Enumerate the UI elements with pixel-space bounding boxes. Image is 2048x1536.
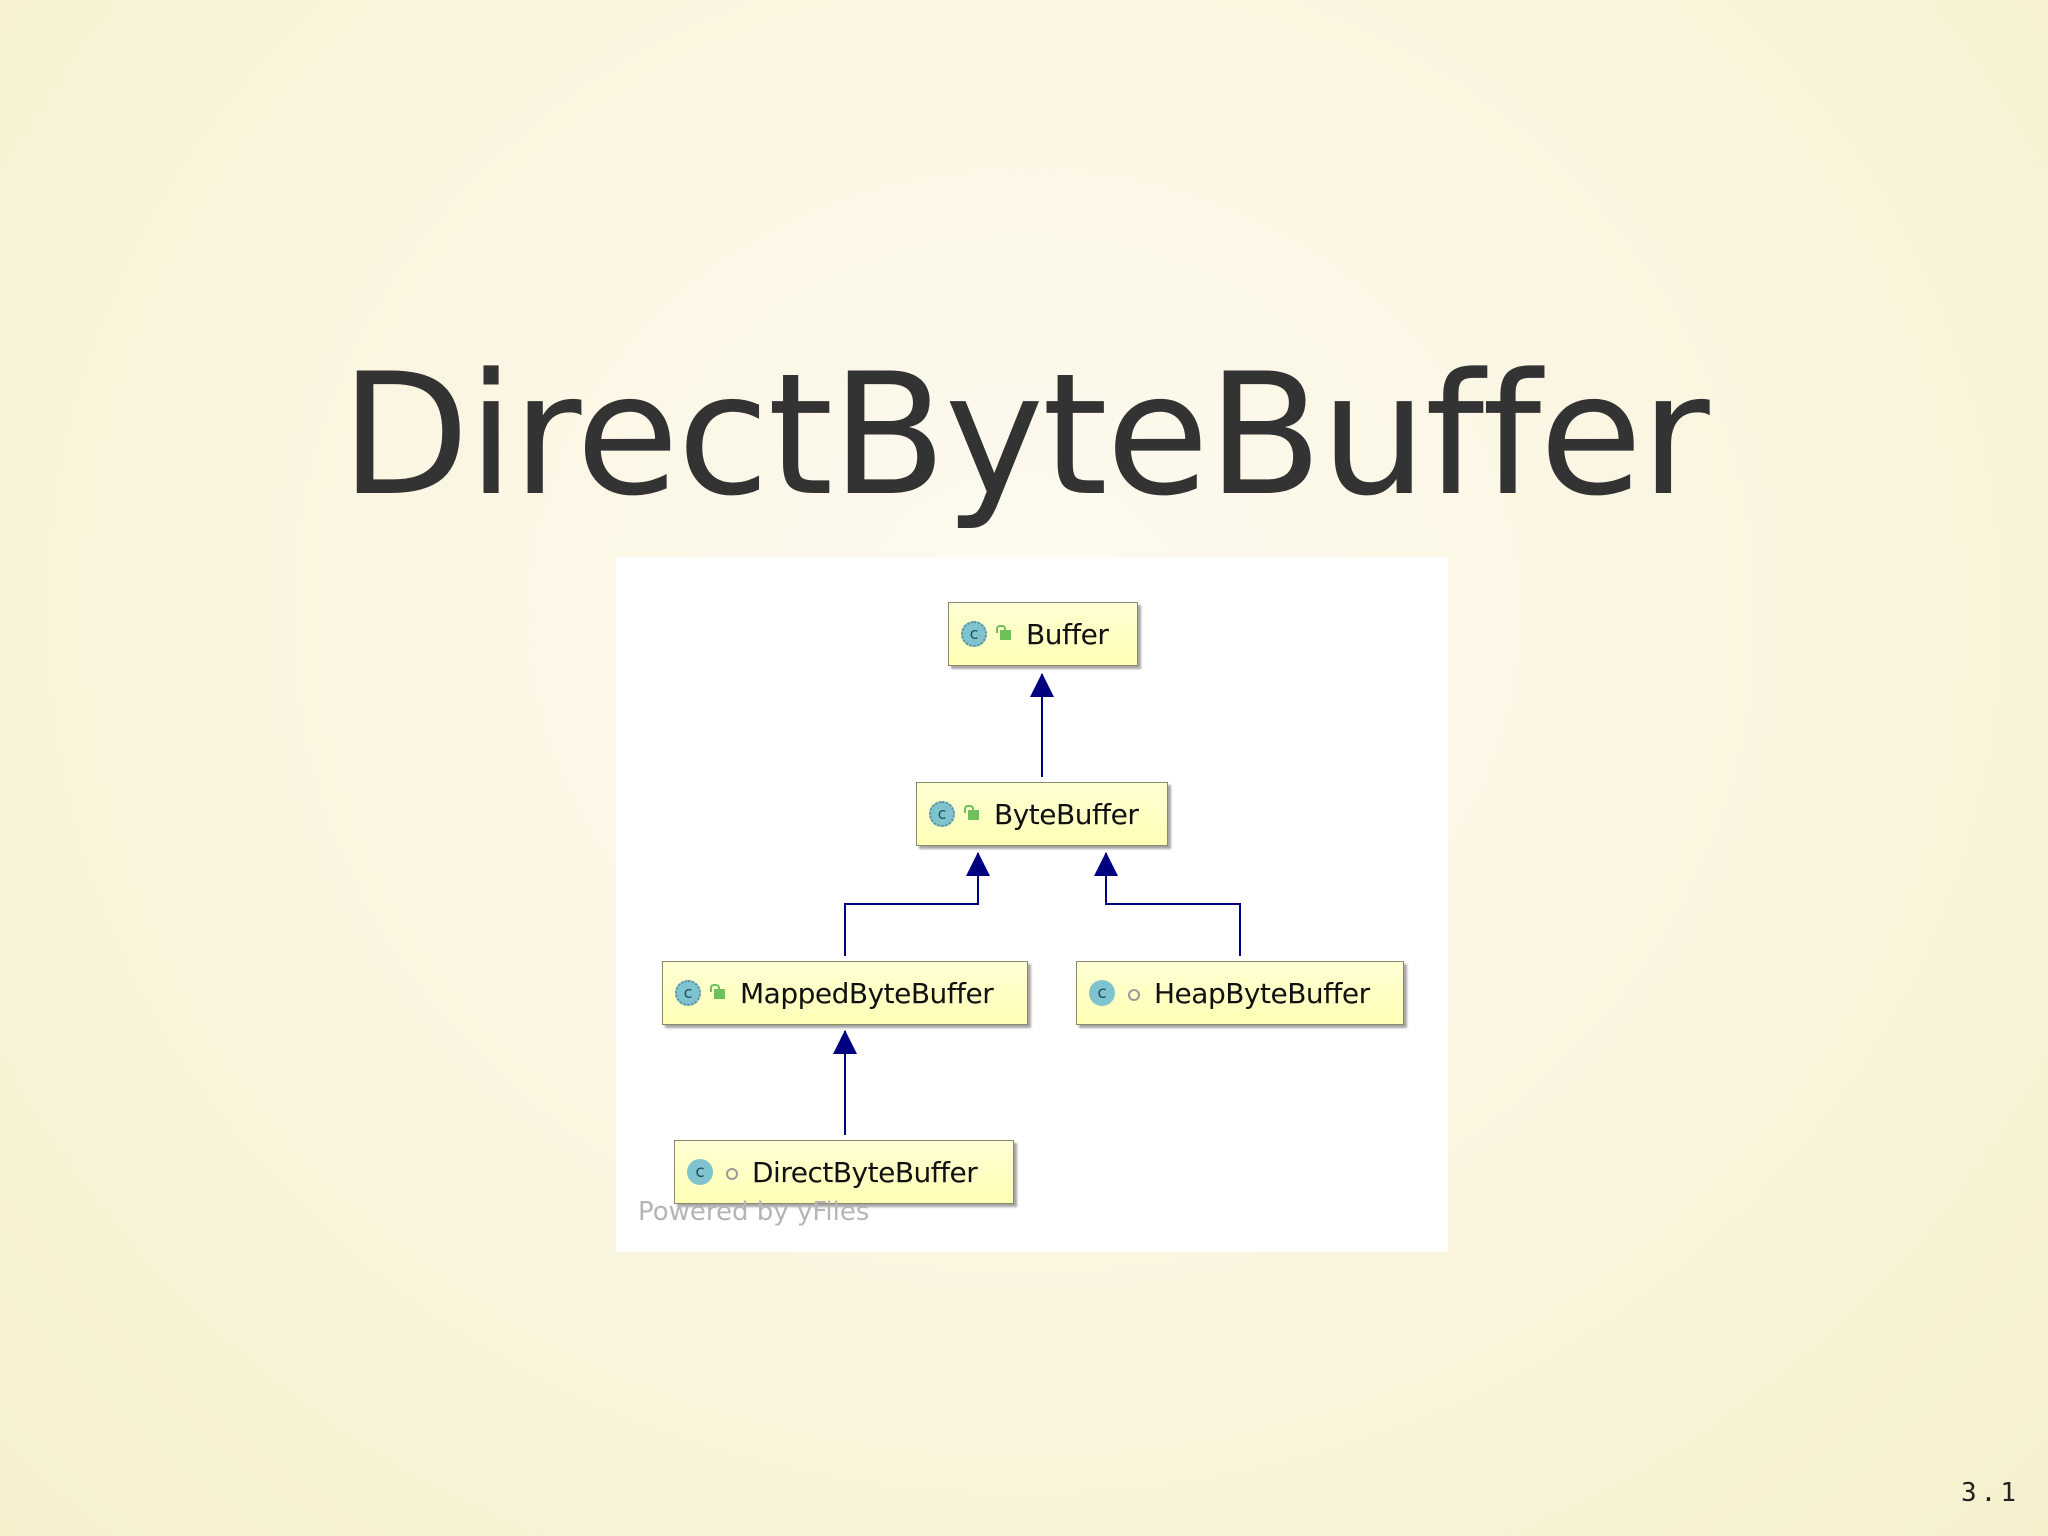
node-label: HeapByteBuffer bbox=[1154, 976, 1370, 1010]
abstract-class-icon: c bbox=[961, 621, 987, 647]
node-label: ByteBuffer bbox=[994, 797, 1139, 831]
node-label: MappedByteBuffer bbox=[740, 976, 994, 1010]
diagram-edges bbox=[833, 673, 1241, 1135]
yfiles-watermark: Powered by yFiles bbox=[638, 1197, 870, 1227]
class-icon: c bbox=[1089, 980, 1115, 1006]
node-bytebuffer[interactable]: c ByteBuffer bbox=[916, 782, 1168, 846]
inheritance-arrow-icon bbox=[833, 1030, 857, 1054]
public-icon bbox=[710, 984, 728, 1002]
class-icon: c bbox=[687, 1159, 713, 1185]
node-label: Buffer bbox=[1026, 617, 1109, 651]
abstract-class-icon: c bbox=[675, 980, 701, 1006]
abstract-class-icon: c bbox=[929, 801, 955, 827]
node-directbytebuffer[interactable]: c DirectByteBuffer bbox=[674, 1140, 1014, 1204]
inheritance-arrow-icon bbox=[966, 852, 990, 876]
public-icon bbox=[996, 625, 1014, 643]
edge-mappedbytebuffer-bytebuffer bbox=[844, 853, 979, 956]
node-label: DirectByteBuffer bbox=[752, 1155, 978, 1189]
slide-title: DirectByteBuffer bbox=[340, 337, 1709, 533]
node-buffer[interactable]: c Buffer bbox=[948, 602, 1138, 666]
class-hierarchy-diagram: c Buffer c ByteBuffer c MappedByteBuffer… bbox=[616, 557, 1448, 1252]
public-icon bbox=[964, 805, 982, 823]
node-heapbytebuffer[interactable]: c HeapByteBuffer bbox=[1076, 961, 1404, 1025]
page-number: 3.1 bbox=[1961, 1478, 2020, 1508]
inheritance-arrow-icon bbox=[1030, 673, 1054, 697]
node-mappedbytebuffer[interactable]: c MappedByteBuffer bbox=[662, 961, 1028, 1025]
edge-heapbytebuffer-bytebuffer bbox=[1105, 853, 1241, 956]
inheritance-arrow-icon bbox=[1094, 852, 1118, 876]
package-private-icon bbox=[1124, 984, 1142, 1002]
package-private-icon bbox=[722, 1163, 740, 1181]
